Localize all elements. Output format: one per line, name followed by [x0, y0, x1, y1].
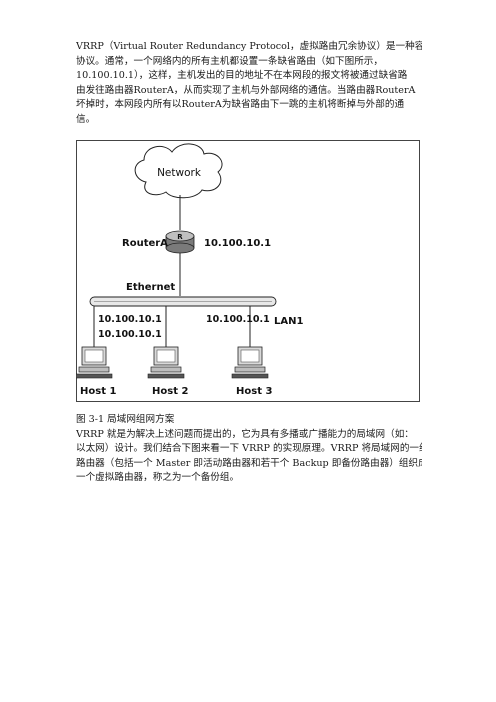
- host3-ip: 10.100.10.1: [206, 314, 270, 325]
- text-line: VRRP（Virtual Router Redundancy Protocol，…: [76, 41, 422, 52]
- text-line: 10.100.10.1），这样，主机发出的目的地址不在本网段的报文将被通过缺省路: [76, 70, 408, 82]
- host1-computer-icon: [76, 346, 113, 379]
- host2-ip: 10.100.10.1: [98, 314, 162, 325]
- host1-ip: 10.100.10.1: [98, 329, 162, 340]
- router-glyph: R: [177, 233, 183, 241]
- caption-and-paragraph: 图 3-1 局域网组网方案 VRRP 就是为解决上述问题而提出的，它为具有多播或…: [76, 413, 422, 486]
- text-line: 以太网）设计。我们结合下图来看一下 VRRP 的实现原理。VRRP 将局域网的一…: [76, 443, 422, 455]
- intro-paragraph: VRRP（Virtual Router Redundancy Protocol，…: [76, 40, 422, 128]
- host3-computer-icon: [231, 346, 269, 379]
- lan-label: LAN1: [274, 316, 303, 327]
- text-line: 路由器（包括一个 Master 即活动路由器和若干个 Backup 即备份路由器…: [76, 457, 422, 469]
- router-ip: 10.100.10.1: [204, 238, 271, 249]
- text-line: 信。: [76, 113, 96, 125]
- network-diagram: Network R RouterA 10.100.10.1 Ethernet L…: [76, 140, 420, 402]
- text-line: VRRP 就是为解决上述问题而提出的，它为具有多播或广播能力的局域网（如：: [76, 428, 414, 440]
- text-line: 协议。通常，一个网络内的所有主机都设置一条缺省路由（如下图所示，: [76, 55, 383, 67]
- text-line: 由发往路由器RouterA，从而实现了主机与外部网络的通信。当路由器Router…: [76, 84, 416, 96]
- figure-caption: 图 3-1 局域网组网方案: [76, 414, 175, 425]
- network-cloud: Network: [134, 143, 223, 199]
- router-icon: R: [165, 230, 195, 254]
- text-line: 一个虚拟路由器，称之为一个备份组。: [76, 472, 240, 484]
- router-label: RouterA: [122, 238, 168, 249]
- host2-computer-icon: [147, 346, 185, 379]
- ethernet-label: Ethernet: [126, 282, 175, 293]
- network-label: Network: [157, 167, 202, 179]
- host3-label: Host 3: [236, 386, 272, 397]
- host2-label: Host 2: [152, 386, 188, 397]
- ethernet-bus: [89, 296, 277, 307]
- host1-label: Host 1: [80, 386, 116, 397]
- text-line: 坏掉时，本网段内所有以RouterA为缺省路由下一跳的主机将断掉与外部的通: [76, 99, 405, 111]
